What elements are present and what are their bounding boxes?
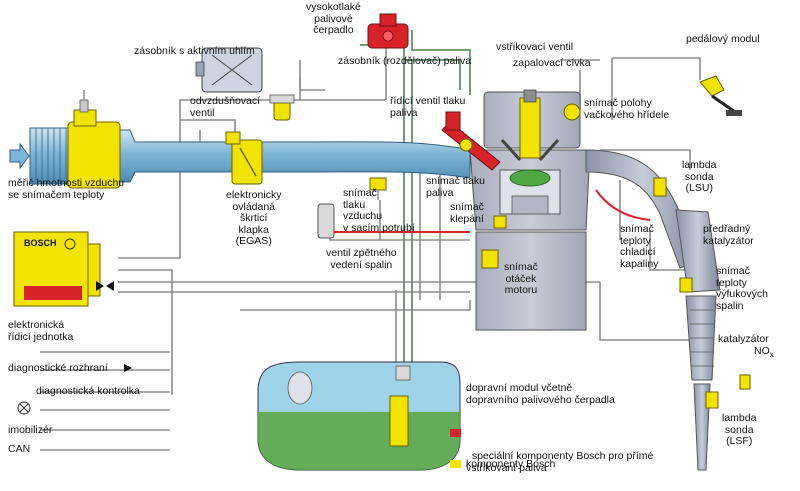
label-immobilizer: imobilizér xyxy=(8,424,53,436)
label-pre-catalyst: předřadný katalyzátor xyxy=(703,223,754,247)
legend-swatch-yellow xyxy=(450,460,461,468)
warning-lamp-icon xyxy=(17,401,31,415)
ecu-connector-arrows xyxy=(96,281,114,291)
label-ignition-coil: zapalovací cívka xyxy=(513,57,591,69)
label-purge-valve: odvzdušňovací ventil xyxy=(190,95,261,119)
map-sensor xyxy=(369,177,387,200)
label-camshaft-sensor: snímač polohy vačkového hřídele xyxy=(584,97,670,121)
fuel-injector xyxy=(441,111,501,171)
purge-valve xyxy=(269,94,295,121)
label-knock-sensor: snímač klepání xyxy=(450,201,484,225)
engine-block xyxy=(469,89,591,331)
label-injector: vstřikovací ventil xyxy=(496,41,574,53)
label-carbon-canister: zásobník s aktivním uhlím xyxy=(134,45,255,57)
label-fuel-rail: zásobník (rozdělovač) paliva xyxy=(338,55,472,67)
label-diag-interface: diagnostické rozhraní xyxy=(8,362,108,374)
label-high-pressure-pump: vysokotlaké palivové čerpadlo xyxy=(306,1,361,36)
label-pedal-module: pedálový modul xyxy=(686,33,760,45)
exhaust-pipe xyxy=(585,149,751,471)
label-can: CAN xyxy=(8,443,31,455)
label-ecu: elektronická řídicí jednotka xyxy=(8,319,74,343)
label-diag-lamp: diagnostická kontrolka xyxy=(36,385,140,397)
legend-text-2: komponenty Bosch xyxy=(466,458,556,470)
high-pressure-pump xyxy=(367,13,409,49)
air-mass-meter xyxy=(67,90,121,189)
label-crank-sensor: snímač otáček motoru xyxy=(504,261,538,296)
fuel-tank xyxy=(257,361,461,471)
label-exhaust-temp-sensor: snímač teploty výfukových spalin xyxy=(716,265,768,312)
label-nox-catalyst-line1: katalyzátor xyxy=(718,333,769,345)
label-air-mass-meter: měřič hmotnosti vzduchu se snímačem tepl… xyxy=(8,177,125,201)
label-fuel-pressure-sensor: snímač tlaku paliva xyxy=(426,175,485,199)
label-nox-catalyst-sub: x xyxy=(769,349,774,359)
label-egas: elektronicky ovládaná škrticí klapka (EG… xyxy=(226,189,282,247)
carbon-canister xyxy=(195,47,263,93)
label-lambda-lsf: lambda sonda (LSF) xyxy=(722,412,757,447)
label-coolant-sensor: snímač teploty chladicí kapaliny xyxy=(620,223,659,270)
label-lambda-lsu: lambda sonda (LSU) xyxy=(682,159,717,194)
legend-swatch-red xyxy=(450,429,461,437)
label-nox-catalyst: katalyzátor NOx xyxy=(718,333,774,360)
label-egr-valve: ventil zpětného vedení spalin xyxy=(326,247,397,271)
egr-valve xyxy=(317,203,470,239)
bosch-logo: BOSCH xyxy=(24,238,57,248)
label-map-sensor: snímač tlaku vzduchu v sacím potrubí xyxy=(343,187,415,234)
ecu-box xyxy=(13,231,101,307)
diag-interface-arrow-icon xyxy=(124,364,132,372)
label-pressure-control-valve: řídicí ventil tlaku paliva xyxy=(390,95,466,119)
label-nox-catalyst-no: NO xyxy=(754,344,770,357)
label-nox-catalyst-line2: NOx xyxy=(718,344,774,359)
label-supply-module: dopravní modul včetně dopravního palivov… xyxy=(466,382,615,406)
legend-item-bosch-direct-injection: speciální komponenty Bosch pro přímé vst… xyxy=(450,428,654,474)
pedal-module xyxy=(699,75,742,116)
legend-item-bosch-components: komponenty Bosch xyxy=(450,458,556,471)
throttle-egas xyxy=(225,131,263,185)
legend-text-1: speciální komponenty Bosch pro přímé vst… xyxy=(466,450,654,474)
